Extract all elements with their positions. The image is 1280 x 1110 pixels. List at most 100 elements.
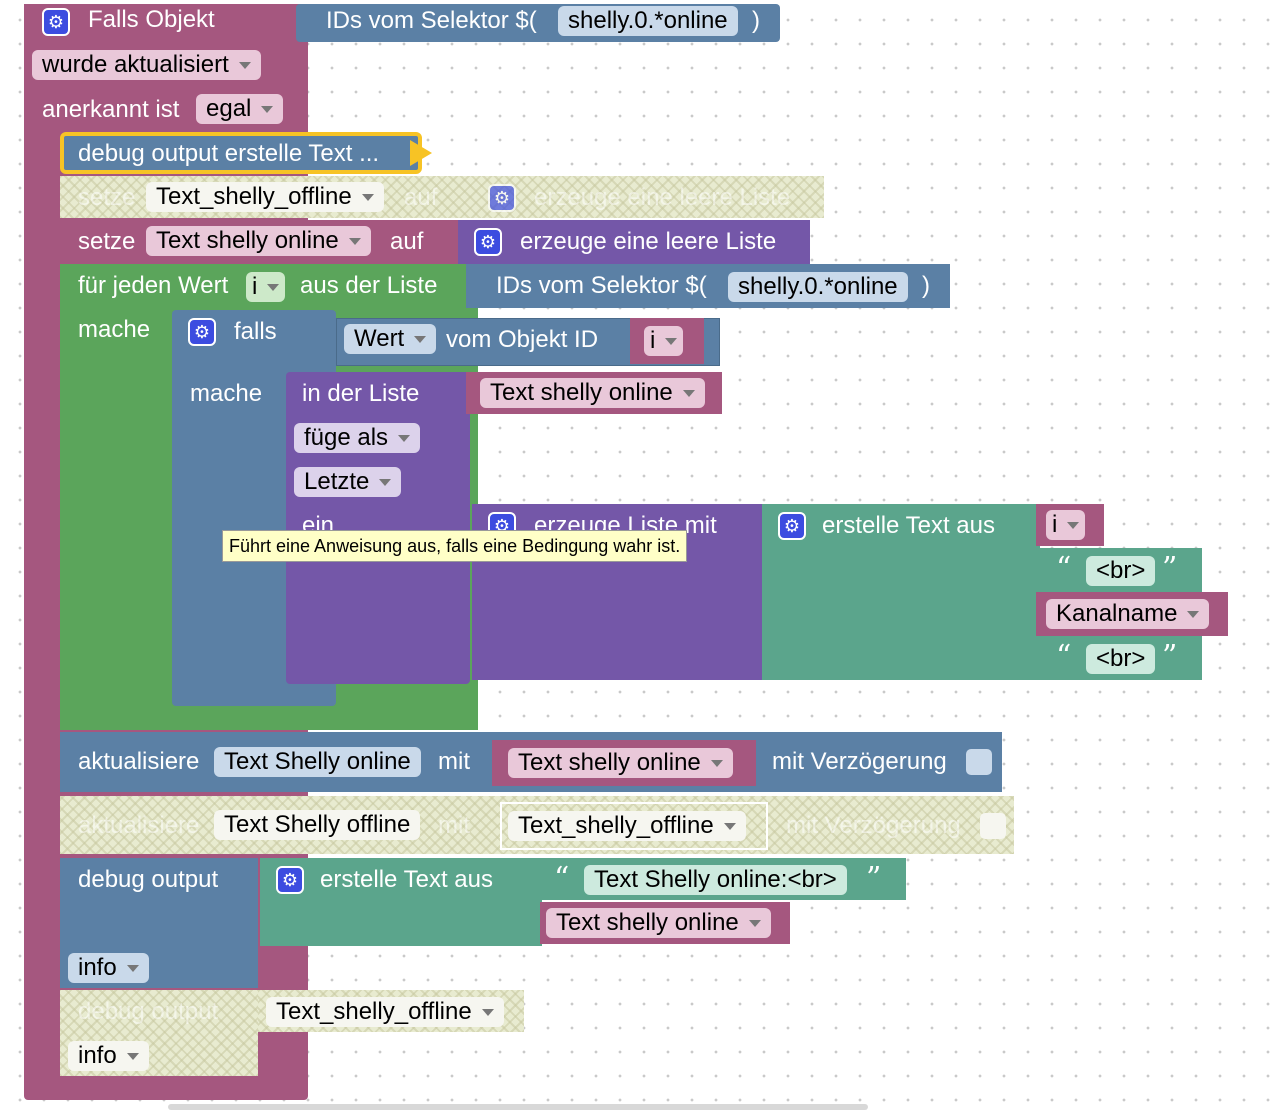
anerkannt-ist-label: anerkannt ist xyxy=(42,96,180,123)
log-level-label: info xyxy=(78,1042,117,1069)
debug-text-join-block[interactable] xyxy=(260,858,542,946)
setze-label: setze xyxy=(78,184,136,211)
fuer-jeden-wert-label: für jeden Wert xyxy=(78,272,229,299)
selector-input[interactable]: shelly.0.*online xyxy=(558,6,738,36)
chevron-down-icon xyxy=(398,435,411,443)
chevron-down-icon xyxy=(682,390,695,398)
close-quote-icon: ” xyxy=(1162,551,1178,586)
ids-vom-selektor-label: IDs vom Selektor $( xyxy=(326,7,537,34)
position-label: Letzte xyxy=(304,468,370,495)
loop-var-dropdown[interactable]: i xyxy=(246,272,286,302)
join-text-input[interactable]: <br> xyxy=(1086,556,1156,586)
update-target-input[interactable]: Text Shelly offline xyxy=(214,810,421,840)
chevron-down-icon xyxy=(748,920,761,928)
mache-label: mache xyxy=(190,380,263,407)
chevron-down-icon xyxy=(126,965,139,973)
var-dropdown-offline[interactable]: Text_shelly_offline xyxy=(146,182,384,212)
join-text-input[interactable]: <br> xyxy=(1086,644,1156,674)
chevron-down-icon xyxy=(481,1009,494,1017)
var-label: Text_shelly_offline xyxy=(156,183,352,210)
chevron-down-icon xyxy=(361,194,374,202)
close-paren: ) xyxy=(922,272,930,299)
debug-text-input[interactable]: Text Shelly online:<br> xyxy=(584,865,847,895)
chevron-down-icon xyxy=(126,1053,139,1061)
debug-collapsed-label: debug output erstelle Text ... xyxy=(78,140,380,167)
kanalname-dropdown[interactable]: Kanalname xyxy=(1046,599,1210,629)
debug-var-dropdown[interactable]: Text shelly online xyxy=(546,908,771,938)
chevron-down-icon xyxy=(379,479,392,487)
chevron-down-icon xyxy=(665,338,678,346)
update-value-block[interactable] xyxy=(500,802,768,850)
insert-mode-dropdown[interactable]: füge als xyxy=(294,423,421,453)
gear-icon[interactable]: ⚙ xyxy=(474,228,502,256)
list-var-dropdown[interactable]: Text shelly online xyxy=(480,378,705,408)
gear-icon[interactable]: ⚙ xyxy=(42,8,70,36)
erstelle-text-aus-label: erstelle Text aus xyxy=(320,866,493,893)
var-label: Text shelly online xyxy=(556,909,739,936)
auf-label: auf xyxy=(404,184,438,211)
close-paren: ) xyxy=(752,7,760,34)
chevron-down-icon xyxy=(414,336,427,344)
aktualisiere-label: aktualisiere xyxy=(78,812,200,839)
mit-label: mit xyxy=(438,748,470,775)
insert-mode-label: füge als xyxy=(304,424,389,451)
gear-icon[interactable]: ⚙ xyxy=(488,184,516,212)
log-level-dropdown[interactable]: info xyxy=(68,1041,149,1071)
empty-list-label: erzeuge eine leere Liste xyxy=(534,184,791,211)
debug-output-label: debug output xyxy=(78,866,219,893)
debug-offline-var-dropdown[interactable]: Text_shelly_offline xyxy=(266,997,504,1027)
setze-label: setze xyxy=(78,228,136,255)
close-quote-icon: ” xyxy=(866,861,882,896)
var-label: i xyxy=(1052,511,1058,538)
open-quote-icon: “ xyxy=(554,861,570,896)
horizontal-scrollbar[interactable] xyxy=(168,1104,868,1110)
open-quote-icon: “ xyxy=(1056,551,1072,586)
empty-list-block[interactable] xyxy=(458,220,810,264)
loop-var-label: i xyxy=(252,273,258,300)
join-item-var-dropdown[interactable]: i xyxy=(1046,510,1086,540)
delay-checkbox[interactable] xyxy=(966,749,992,775)
event-type-dropdown[interactable]: wurde aktualisiert xyxy=(32,50,261,80)
log-level-dropdown[interactable]: info xyxy=(68,953,149,983)
position-dropdown[interactable]: Letzte xyxy=(294,467,402,497)
mit-verzoegerung-label: mit Verzögerung xyxy=(772,748,947,775)
wert-label: Wert xyxy=(354,325,405,352)
gear-icon[interactable]: ⚙ xyxy=(188,318,216,346)
debug-output-label: debug output xyxy=(78,998,219,1025)
var-label: Text_shelly_offline xyxy=(518,812,714,839)
chevron-down-icon xyxy=(1187,611,1200,619)
var-dropdown-online[interactable]: Text shelly online xyxy=(146,226,371,256)
gear-icon[interactable]: ⚙ xyxy=(778,512,806,540)
ids-vom-selektor-label: IDs vom Selektor $( xyxy=(496,272,707,299)
tooltip: Führt eine Anweisung aus, falls eine Bed… xyxy=(222,530,688,562)
ack-dropdown[interactable]: egal xyxy=(196,94,284,124)
var-label: Text shelly online xyxy=(518,749,701,776)
chevron-down-icon xyxy=(238,62,251,70)
list-var-label: Text shelly online xyxy=(490,379,673,406)
update-value-dropdown[interactable]: Text_shelly_offline xyxy=(508,811,746,841)
loop-selector-input[interactable]: shelly.0.*online xyxy=(728,272,908,302)
log-level-label: info xyxy=(78,954,117,981)
gear-icon[interactable]: ⚙ xyxy=(276,866,304,894)
erstelle-text-aus-label: erstelle Text aus xyxy=(822,512,995,539)
update-value-dropdown[interactable]: Text shelly online xyxy=(508,748,733,778)
ack-label: egal xyxy=(206,95,252,122)
wert-dropdown[interactable]: Wert xyxy=(344,324,437,354)
chevron-down-icon xyxy=(348,238,361,246)
object-id-var-dropdown[interactable]: i xyxy=(644,326,684,356)
mit-verzoegerung-label: mit Verzögerung xyxy=(786,812,961,839)
aktualisiere-label: aktualisiere xyxy=(78,748,200,775)
close-quote-icon: ” xyxy=(1162,639,1178,674)
delay-checkbox[interactable] xyxy=(980,813,1006,839)
update-target-input[interactable]: Text Shelly online xyxy=(214,747,421,777)
text-join-block[interactable] xyxy=(762,504,1040,680)
vom-objekt-id-label: vom Objekt ID xyxy=(446,326,599,353)
debug-offline-block[interactable] xyxy=(60,990,258,1076)
falls-label: falls xyxy=(234,318,277,345)
falls-objekt-label: Falls Objekt xyxy=(88,6,215,33)
var-label: i xyxy=(650,327,656,354)
chevron-down-icon xyxy=(1067,522,1080,530)
chevron-down-icon xyxy=(723,823,736,831)
var-label: Text shelly online xyxy=(156,227,339,254)
in-der-liste-label: in der Liste xyxy=(302,380,420,407)
